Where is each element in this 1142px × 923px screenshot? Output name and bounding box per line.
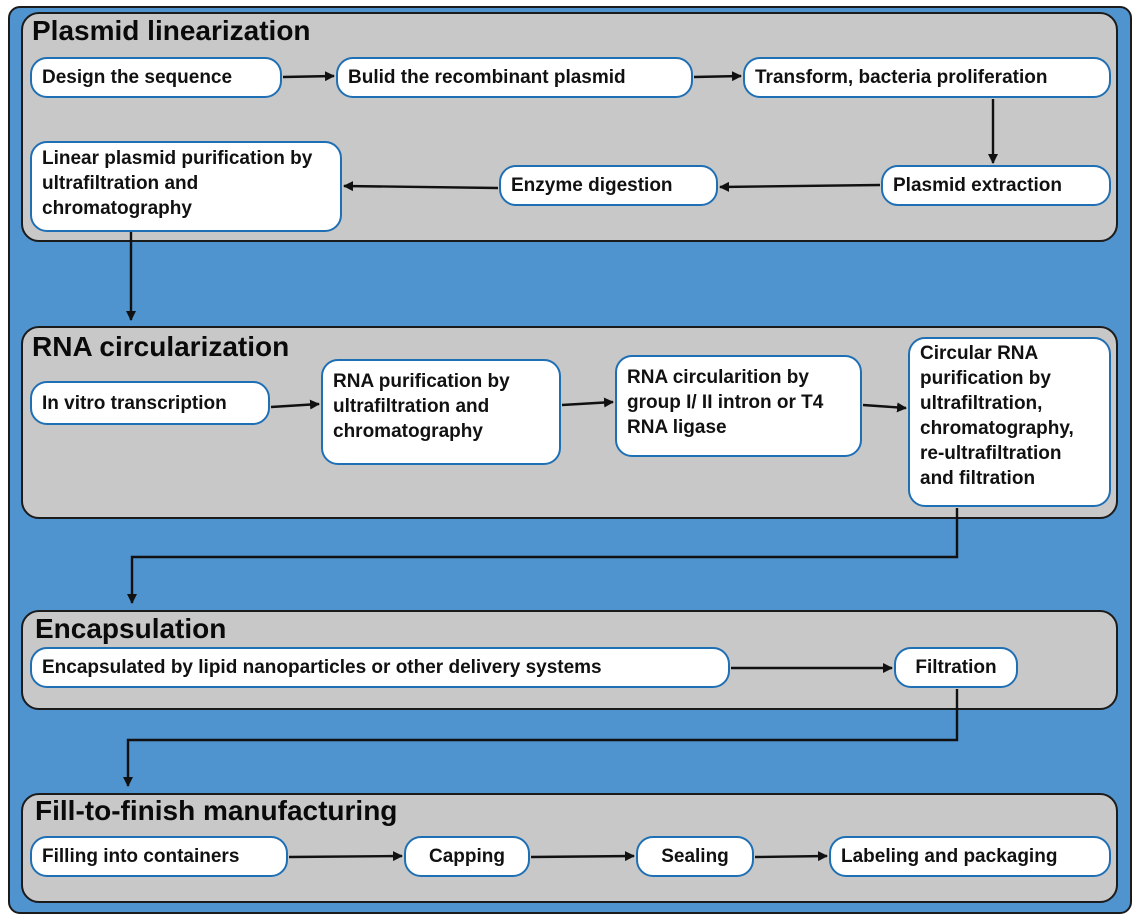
panel-title-encapsulation: Encapsulation	[35, 613, 227, 644]
panel-title-rna-circularization: RNA circularization	[32, 331, 290, 362]
panel-title-fill-to-finish: Fill-to-finish manufacturing	[35, 795, 398, 826]
node-lnp-encapsulation: Encapsulated by lipid nanoparticles or o…	[30, 647, 730, 688]
node-rna-purification: RNA purification by ultrafiltration and …	[321, 359, 561, 465]
node-design-sequence: Design the sequence	[30, 57, 282, 98]
node-linear-plasmid-purification: Linear plasmid purification by ultrafilt…	[30, 141, 342, 232]
node-build-plasmid: Bulid the recombinant plasmid	[336, 57, 693, 98]
node-transform: Transform, bacteria proliferation	[743, 57, 1111, 98]
panel-title-plasmid-linearization: Plasmid linearization	[32, 15, 311, 46]
node-circular-rna-purification: Circular RNA purification by ultrafiltra…	[908, 337, 1111, 507]
node-enzyme-digestion: Enzyme digestion	[499, 165, 718, 206]
node-capping: Capping	[404, 836, 530, 877]
node-filtration: Filtration	[894, 647, 1018, 688]
node-rna-circularization: RNA circularition by group I/ II intron …	[615, 355, 862, 457]
node-filling-containers: Filling into containers	[30, 836, 288, 877]
node-in-vitro-transcription: In vitro transcription	[30, 381, 270, 425]
node-plasmid-extraction: Plasmid extraction	[881, 165, 1111, 206]
node-labeling-packaging: Labeling and packaging	[829, 836, 1111, 877]
node-sealing: Sealing	[636, 836, 754, 877]
